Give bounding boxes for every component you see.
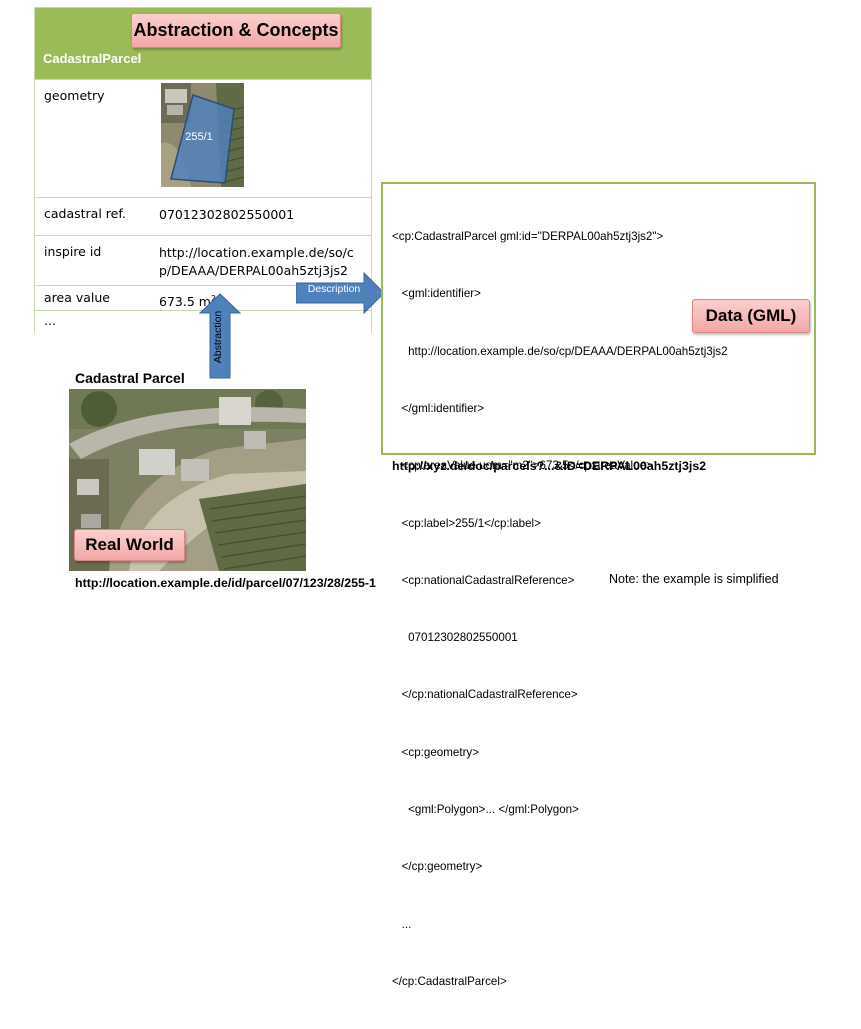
more-ellipsis: ... bbox=[44, 313, 56, 328]
gml-data-label: Data (GML) bbox=[692, 299, 810, 333]
inspire-id-key: inspire id bbox=[44, 244, 102, 259]
geometry-aerial-thumbnail: 255/1 bbox=[161, 83, 244, 187]
table-row-geometry: geometry 255/1 bbox=[35, 79, 371, 197]
class-name: CadastralParcel bbox=[43, 51, 142, 66]
area-value-number: 673.5 m bbox=[159, 294, 211, 310]
gml-line: </gml:identifier> bbox=[392, 402, 485, 416]
concepts-label: Abstraction & Concepts bbox=[131, 13, 341, 48]
gml-line: </cp:CadastralParcel> bbox=[392, 974, 507, 988]
gml-line: <gml:Polygon>... </gml:Polygon> bbox=[392, 803, 579, 816]
gml-line: </cp:nationalCadastralReference> bbox=[392, 688, 578, 702]
gml-line: <cp:areaValue uom="m2">673.5</cp:areaVal… bbox=[392, 459, 653, 473]
gml-line: <cp:label>255/1</cp:label> bbox=[392, 516, 541, 530]
area-value-key: area value bbox=[44, 290, 110, 305]
abstraction-arrow bbox=[199, 293, 241, 379]
gml-line: </cp:geometry> bbox=[392, 860, 483, 874]
table-row-cadastral-ref: cadastral ref. 07012302802550001 bbox=[35, 197, 371, 235]
gml-line: http://location.example.de/so/cp/DEAAA/D… bbox=[392, 344, 728, 358]
parcel-polygon bbox=[170, 94, 235, 184]
description-arrow-label: Description bbox=[307, 283, 361, 295]
gml-url: http://xyz.de/doc/parcels?...&ID=DERPAL0… bbox=[392, 459, 707, 473]
inspire-id-line-2: p/DEAAA/DERPAL00ah5ztj3js2 bbox=[159, 263, 348, 278]
real-world-title: Cadastral Parcel bbox=[75, 370, 185, 386]
gml-data-box: <cp:CadastralParcel gml:id="DERPAL00ah5z… bbox=[381, 182, 816, 988]
real-world-aerial-photo bbox=[69, 389, 306, 571]
gml-line: <cp:nationalCadastralReference> bbox=[392, 573, 575, 587]
gml-line: <cp:geometry> bbox=[392, 745, 479, 759]
real-world-url: http://location.example.de/id/parcel/07/… bbox=[75, 576, 376, 590]
geometry-key: geometry bbox=[44, 88, 105, 103]
area-unit-superscript: 2 bbox=[210, 294, 217, 303]
cadastral-ref-value: 07012302802550001 bbox=[159, 207, 295, 222]
real-world-label: Real World bbox=[74, 529, 185, 561]
gml-line: <gml:identifier> bbox=[392, 287, 481, 301]
area-value: 673.5 m2 bbox=[159, 290, 216, 311]
gml-line: ... bbox=[392, 917, 412, 931]
gml-code: <cp:CadastralParcel gml:id="DERPAL00ah5z… bbox=[392, 189, 728, 1029]
inspire-id-line-1: http://location.example.de/so/c bbox=[159, 245, 354, 260]
simplification-note: Note: the example is simplified bbox=[609, 572, 779, 586]
table-row-inspire-id: inspire id http://location.example.de/so… bbox=[35, 235, 371, 285]
gml-line: 07012302802550001 bbox=[392, 631, 518, 645]
abstraction-arrow-label: Abstraction bbox=[212, 310, 224, 364]
gml-line: <cp:CadastralParcel gml:id="DERPAL00ah5z… bbox=[392, 230, 664, 244]
description-arrow bbox=[296, 271, 385, 315]
table-header: Abstraction & Concepts CadastralParcel bbox=[35, 8, 371, 79]
parcel-label: 255/1 bbox=[185, 131, 213, 143]
inspire-id-value: http://location.example.de/so/c p/DEAAA/… bbox=[159, 244, 354, 280]
cadastral-ref-key: cadastral ref. bbox=[44, 206, 126, 221]
